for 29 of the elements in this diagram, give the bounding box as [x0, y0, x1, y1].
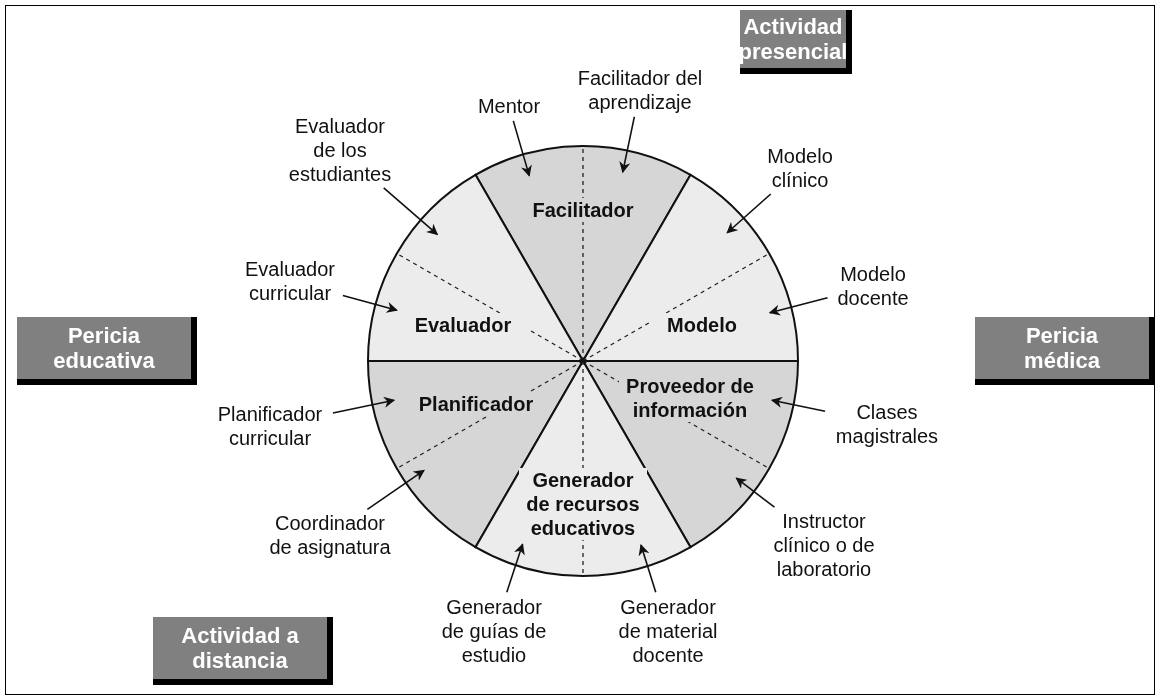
category-box: Actividad a distancia	[153, 617, 333, 685]
role-label: Modelo docente	[830, 262, 916, 310]
arrow	[768, 296, 829, 316]
arrow	[506, 543, 525, 593]
arrow	[382, 187, 439, 236]
arrow	[726, 193, 772, 234]
role-label: Mentor	[471, 94, 547, 118]
role-label: Planificador curricular	[210, 402, 330, 450]
role-label: Evaluador de los estudiantes	[282, 114, 398, 186]
category-box: Pericia médica	[975, 317, 1155, 385]
role-label: Facilitador del aprendizaje	[565, 66, 715, 114]
arrow	[619, 116, 636, 174]
arrow	[770, 396, 826, 412]
role-label: Generador de guías de estudio	[436, 595, 552, 667]
category-box: Actividad presencial	[740, 10, 852, 74]
sector-label: Generador de recursos educativos	[519, 468, 647, 540]
arrow	[366, 469, 425, 511]
role-label: Instructor clínico o de laboratorio	[765, 509, 883, 581]
arrow	[512, 120, 532, 177]
role-label: Coordinador de asignatura	[262, 511, 398, 559]
role-label: Modelo clínico	[760, 144, 840, 192]
category-box: Pericia educativa	[17, 317, 197, 385]
role-label: Evaluador curricular	[240, 257, 340, 305]
role-label: Clases magistrales	[828, 400, 946, 448]
arrow	[342, 294, 398, 313]
arrow	[735, 477, 776, 508]
arrow	[332, 396, 396, 414]
role-label: Generador de material docente	[612, 595, 724, 667]
arrow	[638, 544, 657, 593]
